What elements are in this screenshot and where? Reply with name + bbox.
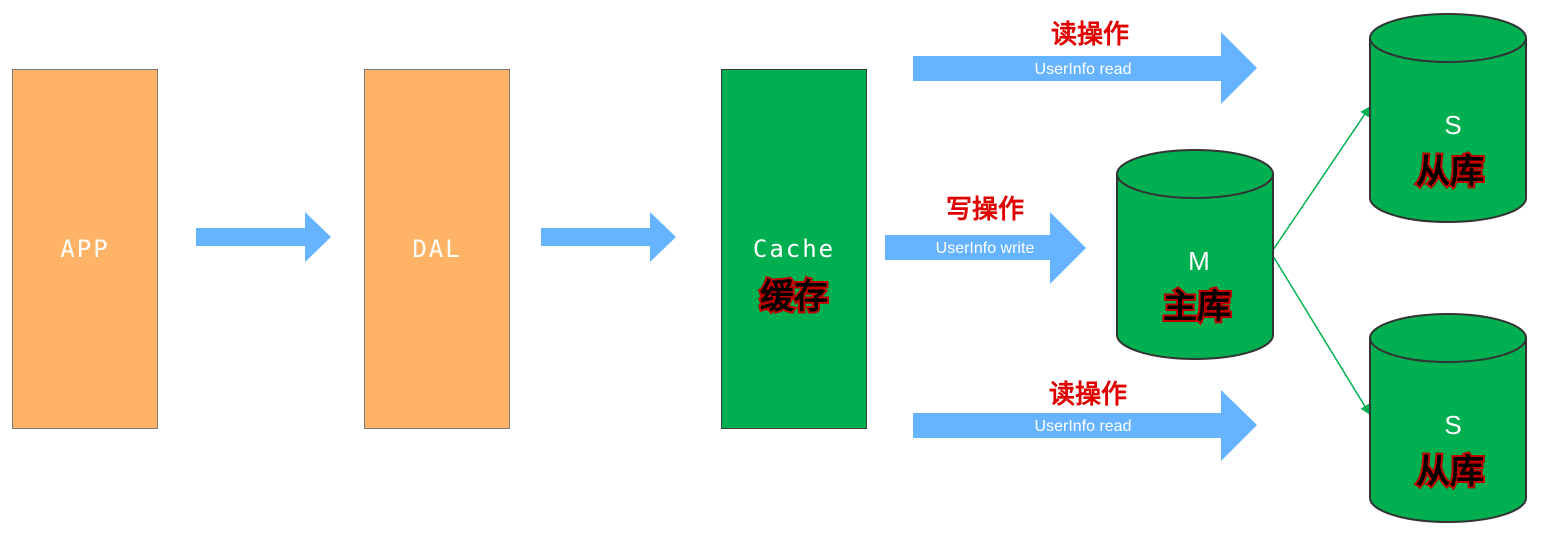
replication-line-bottom (1272, 255, 1371, 415)
app-label: APP (60, 235, 110, 263)
read-top-arrow-text: UserInfo read (1035, 61, 1132, 78)
read-bottom-title: 读操作 (1049, 380, 1127, 410)
write-title: 写操作 (946, 195, 1024, 225)
slave-db-top: S 从库 (1369, 13, 1527, 223)
read-bottom-arrow (913, 390, 1257, 461)
slave-db-bottom: S 从库 (1369, 313, 1527, 523)
master-label: 主库 (1163, 287, 1231, 327)
slave-bottom-label: 从库 (1416, 452, 1484, 492)
app-box: APP (12, 69, 158, 429)
master-db: M 主库 (1116, 149, 1274, 360)
slave-top-label: 从库 (1416, 152, 1484, 192)
dal-label: DAL (412, 235, 462, 263)
dal-to-cache-arrow (541, 212, 676, 262)
read-bottom-arrow-text: UserInfo read (1035, 418, 1132, 435)
write-arrow-text: UserInfo write (936, 240, 1035, 257)
master-letter: M (1188, 246, 1210, 276)
read-top-arrow (913, 32, 1257, 104)
cache-label: Cache (752, 235, 836, 263)
write-arrow (885, 212, 1086, 284)
slave-bottom-letter: S (1444, 410, 1461, 440)
slave-top-letter: S (1444, 110, 1461, 140)
read-top-title: 读操作 (1051, 20, 1129, 50)
replication-line-top (1272, 106, 1371, 251)
cache-box: Cache (721, 69, 867, 429)
cache-sublabel: 缓存 (760, 277, 828, 317)
app-to-dal-arrow (196, 212, 331, 262)
dal-box: DAL (364, 69, 510, 429)
